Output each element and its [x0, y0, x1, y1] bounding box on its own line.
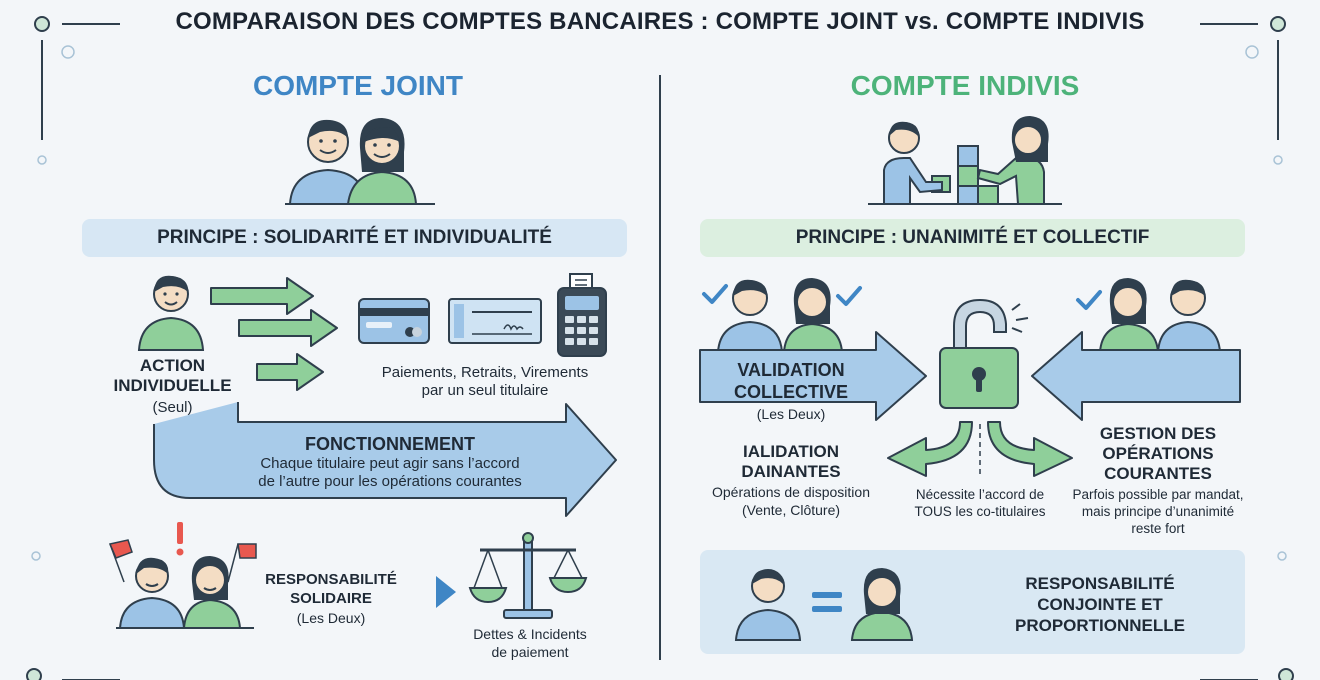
open-padlock-icon: [939, 298, 1029, 409]
mandat-line2: mais principe d’unanimité: [1081, 504, 1235, 519]
validation-arrows: [699, 331, 1241, 421]
equal-persons-icon: [734, 568, 914, 641]
corner-dot-br: [1278, 668, 1294, 680]
play-triangle-icon: [436, 576, 456, 608]
right-resp-line2: CONJOINTE ET: [1037, 595, 1163, 614]
left-resp-sub: (Les Deux): [296, 610, 366, 626]
page-title: COMPARAISON DES COMPTES BANCAIRES : COMP…: [175, 8, 1145, 35]
action-title-line1: ACTION: [139, 356, 206, 375]
action-sub: (Seul): [152, 399, 193, 416]
fonctionnement-line1: Chaque titulaire peut agir sans l’accord: [260, 455, 520, 472]
validation-line2: COLLECTIVE: [733, 382, 848, 402]
right-principle-band: PRINCIPE : UNANIMITÉ ET COLLECTIF: [700, 219, 1245, 257]
corner-dot-bl: [26, 668, 42, 680]
right-resp-line3: PROPORTIONNELLE: [1014, 616, 1185, 635]
gestion-line2: OPÉRATIONS: [1102, 444, 1214, 463]
gestion-line1: GESTION DES: [1099, 424, 1217, 443]
right-resp-line1: RESPONSABILITÉ: [1025, 574, 1175, 593]
mandat-line3: reste fort: [1131, 521, 1185, 536]
ialidation-line2: DAINANTES: [741, 462, 841, 481]
validation-sub: (Les Deux): [756, 406, 826, 422]
collaboration-illustration: [868, 116, 1062, 205]
validating-pair-left: [702, 278, 862, 353]
fonctionnement-arrow: [153, 402, 617, 517]
left-principle-band: PRINCIPE : SOLIDARITÉ ET INDIVIDUALITÉ: [82, 219, 627, 257]
couple-flags-illustration: [108, 522, 257, 629]
corner-dot-tl: [34, 16, 50, 32]
debts-line2: de paiement: [491, 644, 569, 660]
ops-line1: Opérations de disposition: [712, 484, 870, 500]
curved-arrows: [887, 421, 1073, 477]
payments-line1: Paiements, Retraits, Virements: [381, 364, 589, 381]
corner-dot-tr: [1270, 16, 1286, 32]
validation-line1: VALIDATION: [737, 360, 845, 380]
action-arrows: [210, 277, 338, 391]
debts-line1: Dettes & Incidents: [473, 626, 587, 642]
left-resp-line2: SOLIDAIRE: [290, 590, 372, 607]
action-title-line2: INDIVIDUELLE: [113, 376, 232, 395]
couple-illustration: [285, 118, 435, 205]
ops-line2: (Vente, Clôture): [741, 502, 841, 518]
credit-card-icon: [358, 298, 430, 344]
scales-icon: [468, 532, 588, 619]
fonctionnement-line2: de l’autre pour les opérations courantes: [258, 473, 522, 490]
ialidation-line1: IALIDATION: [742, 442, 839, 461]
left-heading: COMPTE JOINT: [252, 70, 463, 101]
fonctionnement-title: FONCTIONNEMENT: [305, 434, 475, 454]
gestion-line3: COURANTES: [1104, 464, 1212, 483]
validating-pair-right: [1076, 278, 1222, 353]
left-resp-line1: RESPONSABILITÉ: [265, 571, 397, 588]
single-person-icon: [137, 275, 205, 351]
payment-terminal-icon: [557, 273, 607, 357]
cheque-icon: [448, 298, 542, 344]
accord-line2: TOUS les co-titulaires: [914, 504, 1046, 519]
payments-line2: par un seul titulaire: [421, 382, 549, 399]
accord-line1: Nécessite l’accord de: [915, 487, 1045, 502]
right-heading: COMPTE INDIVIS: [850, 70, 1080, 101]
mandat-line1: Parfois possible par mandat,: [1072, 487, 1244, 502]
